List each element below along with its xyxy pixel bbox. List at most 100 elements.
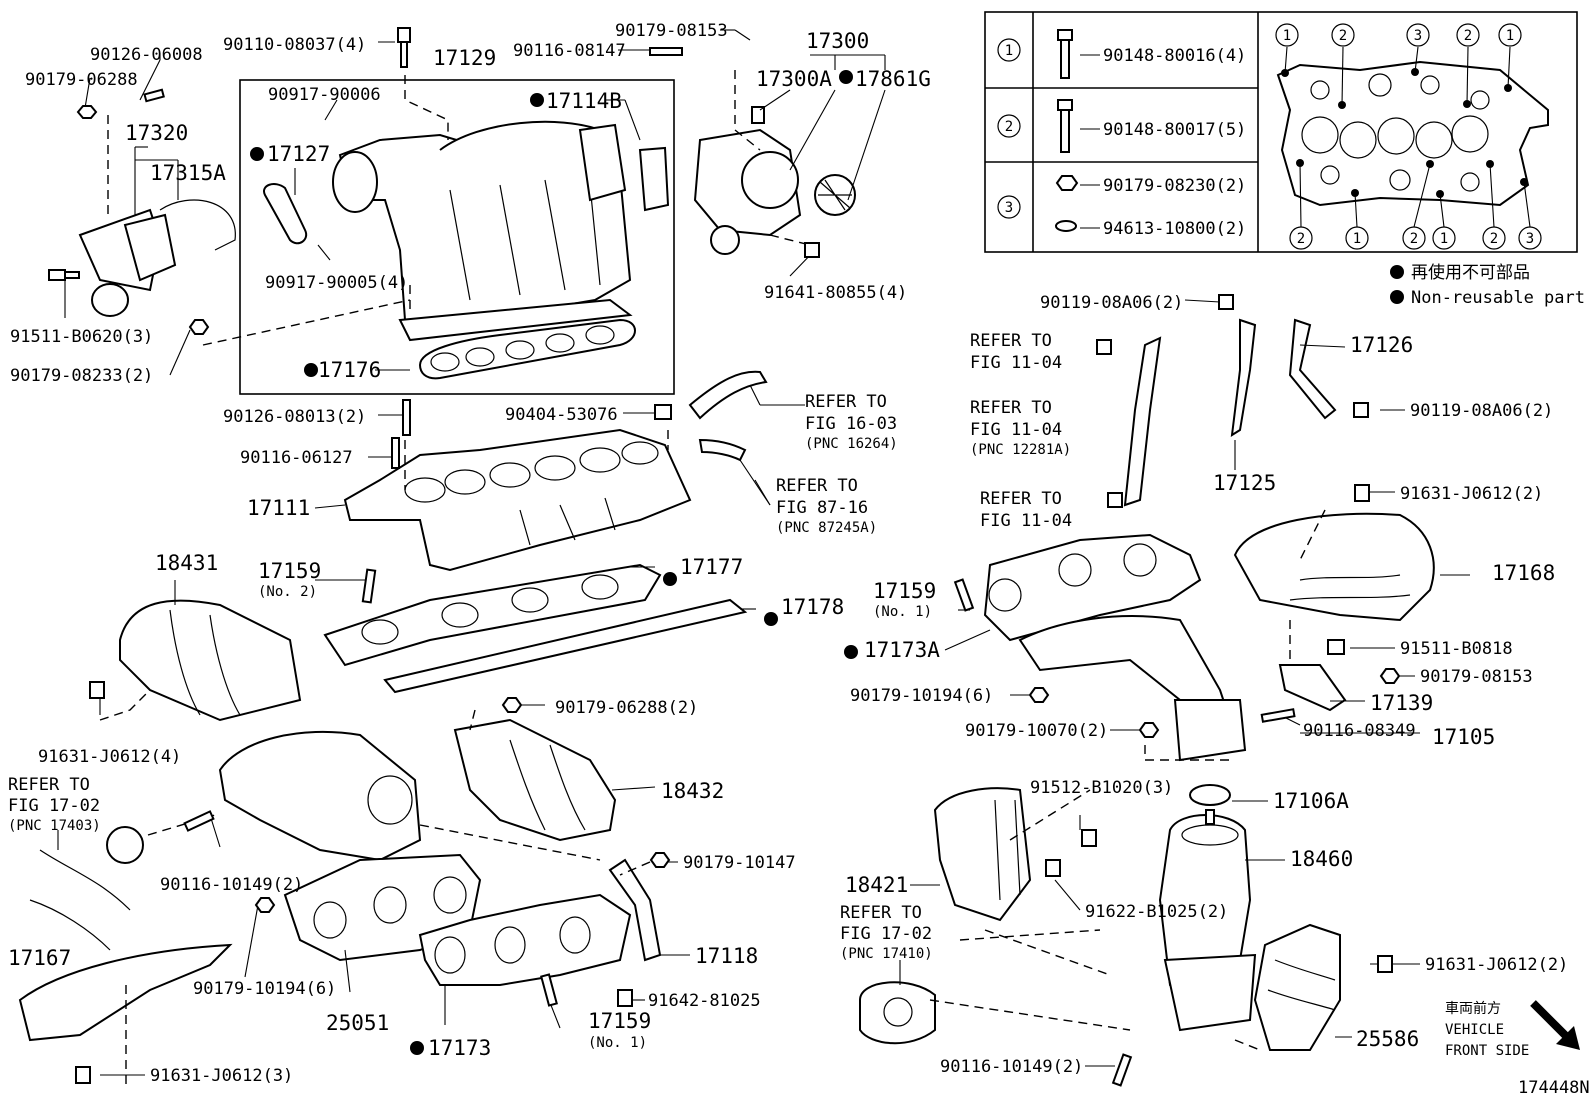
label-17118: 17118 xyxy=(695,944,758,968)
label-17114B: 17114B xyxy=(546,89,622,113)
ref-11-04b-line3: (PNC 12281A) xyxy=(970,442,1071,458)
vehicle-front-direction: 車両前方 VEHICLE FRONT SIDE xyxy=(1445,1000,1580,1059)
label-17173: 17173 xyxy=(428,1036,491,1060)
intake-lower-17111 xyxy=(343,428,692,572)
label-91631-J0612-4: 91631-J0612(4) xyxy=(38,747,181,767)
ref-17-02b-line2: FIG 17-02 xyxy=(840,924,932,944)
label-25051: 25051 xyxy=(326,1011,389,1035)
label-18460: 18460 xyxy=(1290,847,1353,871)
label-90126-06008: 90126-06008 xyxy=(90,45,203,65)
label-no2: (No. 2) xyxy=(258,584,317,600)
label-17168: 17168 xyxy=(1492,561,1555,585)
nut-icon xyxy=(1055,175,1079,191)
pattern-top-num: 2 xyxy=(1339,28,1347,44)
label-17159-no1-right: 17159 xyxy=(873,579,936,603)
label-90179-10194-left: 90179-10194(6) xyxy=(193,979,336,999)
heat-insulator-17167 xyxy=(18,826,233,1042)
label-no1-right: (No. 1) xyxy=(873,604,932,620)
label-90119-08A06-right: 90119-08A06(2) xyxy=(1410,401,1553,421)
label-90179-08153-top: 90179-08153 xyxy=(615,21,728,41)
label-90917-90006: 90917-90006 xyxy=(268,85,381,105)
vsv-17320 xyxy=(78,199,236,317)
label-17173A: 17173A xyxy=(864,638,940,662)
bolt-icon xyxy=(1057,99,1073,153)
label-17176: 17176 xyxy=(318,358,381,382)
ref-11-04c-line2: FIG 11-04 xyxy=(980,511,1072,531)
pattern-bottom-num: 2 xyxy=(1490,231,1498,247)
exhaust-manifold-25051 xyxy=(218,730,482,962)
label-17105: 17105 xyxy=(1432,725,1495,749)
exhaust-manifold-17105 xyxy=(983,533,1247,762)
label-90179-08233: 90179-08233(2) xyxy=(10,366,153,386)
table-row3-part-a: 90179-08230(2) xyxy=(1103,176,1246,196)
label-91642-81025: 91642-81025 xyxy=(648,991,761,1011)
ref-87-16-line1: REFER TO xyxy=(776,476,858,496)
non-reusable-markers xyxy=(250,70,858,1055)
gasket-17127 xyxy=(263,183,308,245)
label-17111: 17111 xyxy=(247,496,310,520)
label-17129: 17129 xyxy=(433,46,496,70)
ref-11-04b-line2: FIG 11-04 xyxy=(970,420,1062,440)
label-no1-bottom: (No. 1) xyxy=(588,1035,647,1051)
hose-lines xyxy=(688,370,768,462)
throttle-body-17300 xyxy=(693,106,856,255)
pattern-bottom-num: 1 xyxy=(1440,231,1448,247)
label-90116-10149-right: 90116-10149(2) xyxy=(940,1057,1083,1077)
ref-16-03-line2: FIG 16-03 xyxy=(805,414,897,434)
label-90116-06127: 90116-06127 xyxy=(240,448,353,468)
ref-87-16-line2: FIG 87-16 xyxy=(776,498,868,518)
figure-code: 174448N xyxy=(1518,1078,1590,1098)
gasket-17173 xyxy=(418,893,632,986)
arrow-down-right-icon xyxy=(1530,1000,1580,1050)
ref-17-02a-line2: FIG 17-02 xyxy=(8,796,100,816)
reference-notes: REFER TO FIG 16-03 (PNC 16264) REFER TO … xyxy=(8,331,1072,962)
legend-jp: 再使用不可部品 xyxy=(1411,262,1530,283)
pattern-top-num: 3 xyxy=(1414,28,1422,44)
pattern-bottom-num: 2 xyxy=(1410,231,1418,247)
label-17167: 17167 xyxy=(8,946,71,970)
label-17861G: 17861G xyxy=(855,67,931,91)
label-90179-06288: 90179-06288 xyxy=(25,70,138,90)
label-90404-53076: 90404-53076 xyxy=(505,405,618,425)
label-17177: 17177 xyxy=(680,555,743,579)
label-17178: 17178 xyxy=(781,595,844,619)
table-row3-num: 3 xyxy=(1005,200,1013,216)
converter-18460 xyxy=(1158,814,1257,1032)
label-90126-08013: 90126-08013(2) xyxy=(223,407,366,427)
legend: 再使用不可部品 Non-reusable part xyxy=(1390,262,1585,308)
gasket-17176 xyxy=(418,318,636,380)
fastener-glyphs xyxy=(48,27,1401,1087)
fastener-table: 1 2 3 90148-80016(4) 90148-80017(5) 9017… xyxy=(984,11,1578,253)
label-18421: 18421 xyxy=(845,873,908,897)
pattern-bottom-num: 3 xyxy=(1526,231,1534,247)
gasket-17114B xyxy=(578,123,670,212)
label-91511-B0620: 91511-B0620(3) xyxy=(10,327,153,347)
ref-11-04a-line2: FIG 11-04 xyxy=(970,353,1062,373)
table-row1-num: 1 xyxy=(1005,43,1013,59)
direction-en-1: VEHICLE xyxy=(1445,1022,1504,1038)
label-91631-J0612-2-bottom: 91631-J0612(2) xyxy=(1425,955,1568,975)
stays-17125-17126 xyxy=(1123,318,1337,507)
label-17159-no2: 17159 xyxy=(258,559,321,583)
label-17300: 17300 xyxy=(806,29,869,53)
label-17159-no1-bottom: 17159 xyxy=(588,1009,651,1033)
label-90179-10070: 90179-10070(2) xyxy=(965,721,1108,741)
bolt-pattern-gasket: 1 2 3 2 1 2 1 2 1 2 3 xyxy=(1275,23,1549,250)
pattern-top-num: 1 xyxy=(1283,28,1291,44)
ref-16-03-line3: (PNC 16264) xyxy=(805,436,898,452)
ref-17-02a-line3: (PNC 17403) xyxy=(8,818,101,834)
label-90116-10149-left: 90116-10149(2) xyxy=(160,875,303,895)
ref-11-04b-line1: REFER TO xyxy=(970,398,1052,418)
label-17127: 17127 xyxy=(267,142,330,166)
heat-insulator-18432 xyxy=(453,718,617,842)
heat-insulator-18431 xyxy=(119,599,302,722)
label-17320: 17320 xyxy=(125,121,188,145)
label-90110-08037: 90110-08037(4) xyxy=(223,35,366,55)
bolt-icon xyxy=(1057,29,1073,79)
label-91622-B1025: 91622-B1025(2) xyxy=(1085,902,1228,922)
label-90119-08A06-top: 90119-08A06(2) xyxy=(1040,293,1183,313)
label-91641-80855: 91641-80855(4) xyxy=(764,283,907,303)
label-91512-B1020: 91512-B1020(3) xyxy=(1030,778,1173,798)
gasket-17178 xyxy=(383,598,748,694)
label-90116-08349: 90116-08349 xyxy=(1303,721,1416,741)
